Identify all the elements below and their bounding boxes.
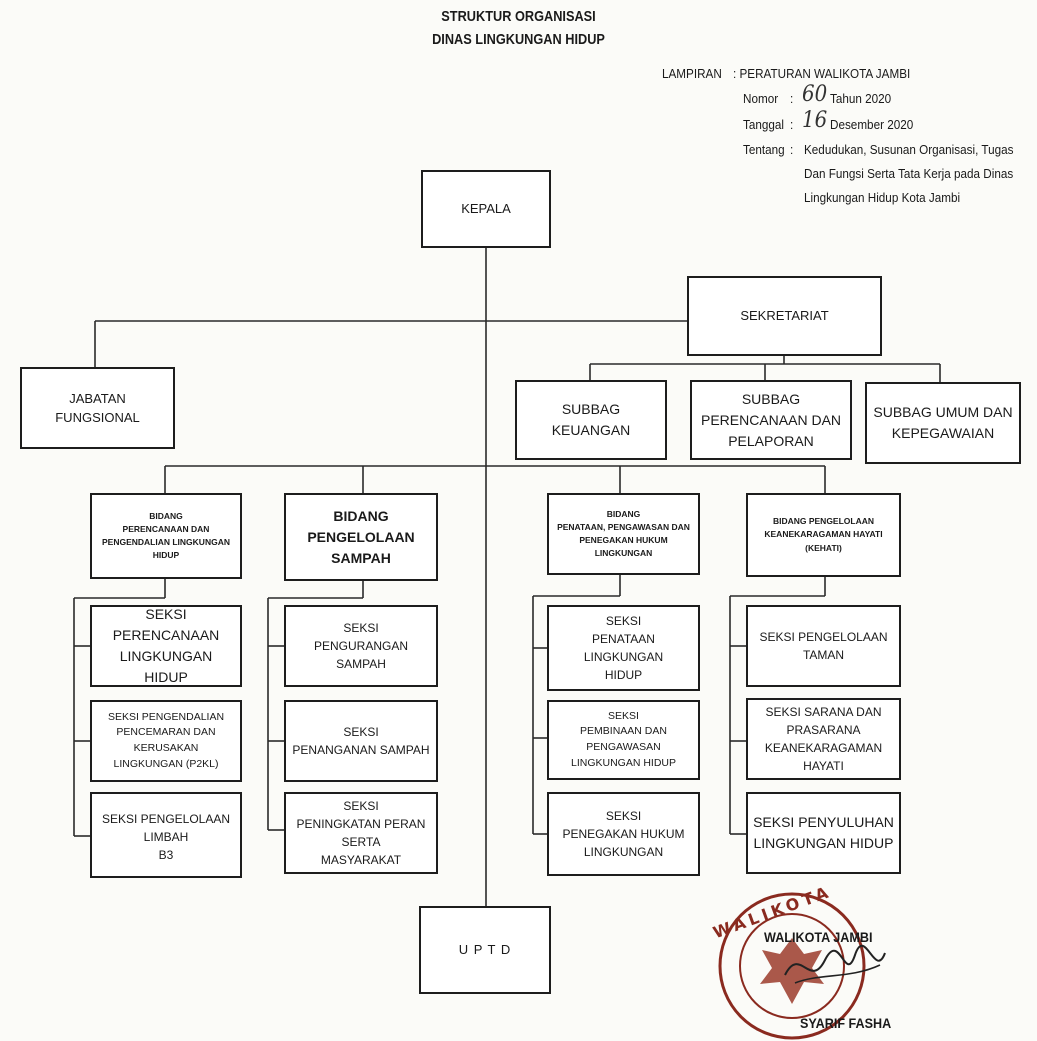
lampiran-label: LAMPIRAN: [662, 66, 722, 81]
bidang-penataan-line: PENATAAN, PENGAWASAN DAN: [557, 521, 690, 532]
subbag-perencanaan-line: PELAPORAN: [728, 432, 814, 449]
box-kepala: KEPALA: [421, 170, 551, 248]
bidang-perencanaan-line: HIDUP: [152, 550, 180, 561]
box-bidang-kehati: BIDANG PENGELOLAAN KEANEKARAGAMAN HAYATI…: [746, 493, 901, 577]
box-seksi-pembinaan: SEKSI PEMBINAAN DAN PENGAWASAN LINGKUNGA…: [547, 700, 700, 780]
seksi-line: KEANEKARAGAMAN HAYATI: [764, 741, 883, 773]
seksi-line: HIDUP: [604, 668, 643, 682]
seksi-line: PENATAAN LINGKUNGAN: [583, 632, 664, 664]
box-seksi-penataan-lh: SEKSI PENATAAN LINGKUNGAN HIDUP: [547, 605, 700, 691]
seksi-line: SEKSI: [605, 809, 642, 823]
box-seksi-perencanaan-lh: SEKSI PERENCANAAN LINGKUNGAN HIDUP: [90, 605, 242, 687]
seksi-line: PENGURANGAN SAMPAH: [313, 639, 408, 671]
chart-subtitle: DINAS LINGKUNGAN HIDUP: [432, 31, 605, 48]
bidang-penataan-line: PENEGAKAN HUKUM LINGKUNGAN: [579, 535, 668, 559]
signature-scribble: [784, 945, 886, 984]
signature-office: WALIKOTA JAMBI: [764, 929, 873, 945]
bidang-perencanaan-line: PENGENDALIAN LINGKUNGAN: [102, 537, 230, 547]
seksi-line: SEKSI PENYULUHAN: [753, 814, 894, 830]
seksi-line: SEKSI PENGELOLAAN TAMAN: [759, 630, 888, 662]
nomor-colon: :: [790, 91, 794, 106]
subbag-perencanaan-line: PERENCANAAN DAN: [700, 411, 842, 428]
box-uptd: U P T D: [419, 906, 551, 994]
official-seal-stamp: WALIKOTA: [712, 882, 866, 1040]
seksi-line: SEKSI PERENCANAAN: [112, 606, 220, 643]
box-bidang-perencanaan: BIDANG PERENCANAAN DAN PENGENDALIAN LING…: [90, 493, 242, 579]
bidang-kehati-line: (KEHATI): [805, 542, 842, 553]
seksi-line: MASYARAKAT: [320, 853, 402, 867]
box-seksi-taman: SEKSI PENGELOLAAN TAMAN: [746, 605, 901, 687]
box-subbag-umum: SUBBAG UMUM DAN KEPEGAWAIAN: [865, 382, 1021, 464]
seksi-line: LINGKUNGAN HIDUP: [753, 835, 894, 851]
tanggal-date: Desember 2020: [830, 117, 914, 132]
tanggal-label: Tanggal: [743, 117, 784, 132]
nomor-label: Nomor: [743, 91, 779, 106]
seksi-line: LINGKUNGAN HIDUP: [119, 648, 213, 685]
tentang-line3: Lingkungan Hidup Kota Jambi: [804, 190, 961, 205]
chart-title: STRUKTUR ORGANISASI: [441, 8, 596, 25]
bidang-perencanaan-line: BIDANG: [149, 510, 183, 521]
bidang-kehati-line: BIDANG PENGELOLAAN: [772, 516, 875, 527]
box-seksi-pengurangan-sampah: SEKSI PENGURANGAN SAMPAH: [284, 605, 438, 687]
box-bidang-sampah: BIDANG PENGELOLAAN SAMPAH: [284, 493, 438, 581]
bidang-perencanaan-line: PERENCANAAN DAN: [122, 523, 210, 534]
seksi-line: PENCEMARAN DAN KERUSAKAN: [116, 726, 216, 754]
tanggal-colon: :: [790, 117, 794, 132]
tentang-line2: Dan Fungsi Serta Tata Kerja pada Dinas: [804, 166, 1014, 181]
bidang-kehati-line: KEANEKARAGAMAN HAYATI: [764, 529, 883, 540]
box-seksi-peran-serta: SEKSI PENINGKATAN PERAN SERTA MASYARAKAT: [284, 792, 438, 874]
seksi-line: SEKSI: [343, 621, 379, 635]
sekretariat-label: SEKRETARIAT: [740, 308, 829, 324]
box-seksi-penanganan-sampah: SEKSI PENANGANAN SAMPAH: [284, 700, 438, 782]
signature-name: SYARIF FASHA: [800, 1015, 892, 1031]
seksi-line: PENANGANAN SAMPAH: [292, 743, 430, 757]
seksi-line: SEKSI PENGENDALIAN: [107, 710, 225, 723]
seksi-line: LINGKUNGAN (P2KL): [113, 757, 219, 770]
uptd-label: U P T D: [458, 942, 512, 958]
box-seksi-penegakan: SEKSI PENEGAKAN HUKUM LINGKUNGAN: [547, 792, 700, 876]
box-seksi-sarana: SEKSI SARANA DAN PRASARANA KEANEKARAGAMA…: [746, 698, 901, 780]
seksi-line: PENEGAKAN HUKUM: [562, 827, 685, 841]
subbag-perencanaan-line: SUBBAG: [741, 390, 801, 407]
kepala-label: KEPALA: [461, 201, 511, 217]
seksi-line: LINGKUNGAN HIDUP: [570, 756, 676, 769]
bidang-sampah-line: BIDANG PENGELOLAAN: [307, 507, 415, 545]
box-seksi-p2kl: SEKSI PENGENDALIAN PENCEMARAN DAN KERUSA…: [90, 700, 242, 782]
seksi-line: PENINGKATAN PERAN SERTA: [296, 817, 426, 849]
box-seksi-limbah-b3: SEKSI PENGELOLAAN LIMBAH B3: [90, 792, 242, 878]
tentang-label: Tentang: [743, 142, 785, 157]
box-seksi-penyuluhan: SEKSI PENYULUHAN LINGKUNGAN HIDUP: [746, 792, 901, 874]
subbag-keuangan-line: SUBBAG: [561, 401, 621, 417]
box-subbag-perencanaan: SUBBAG PERENCANAAN DAN PELAPORAN: [690, 380, 852, 460]
bidang-penataan-line: BIDANG: [606, 508, 641, 519]
seksi-line: PEMBINAAN DAN PENGAWASAN: [580, 725, 667, 753]
jabatan-fungsional-label: JABATAN FUNGSIONAL: [55, 390, 140, 426]
subbag-umum-line: KEPEGAWAIAN: [891, 425, 995, 441]
box-bidang-penataan: BIDANG PENATAAN, PENGAWASAN DAN PENEGAKA…: [547, 493, 700, 575]
box-sekretariat: SEKRETARIAT: [687, 276, 882, 356]
subbag-keuangan-line: KEUANGAN: [551, 422, 631, 438]
seksi-line: B3: [158, 848, 174, 862]
lampiran-value: : PERATURAN WALIKOTA JAMBI: [733, 66, 911, 81]
tentang-line1: Kedudukan, Susunan Organisasi, Tugas: [804, 142, 1014, 157]
bidang-sampah-line: SAMPAH: [331, 549, 391, 566]
seksi-line: SEKSI SARANA DAN: [765, 705, 882, 719]
seksi-line: SEKSI: [608, 709, 639, 722]
nomor-year: Tahun 2020: [830, 91, 892, 106]
nomor-number: 60: [802, 82, 828, 107]
tentang-colon: :: [790, 142, 794, 157]
seksi-line: PRASARANA: [786, 723, 861, 737]
seksi-line: SEKSI: [343, 799, 379, 813]
tanggal-number: 16: [802, 108, 828, 133]
seksi-line: SEKSI: [605, 614, 642, 628]
box-subbag-keuangan: SUBBAG KEUANGAN: [515, 380, 667, 460]
seksi-line: SEKSI: [343, 725, 379, 739]
box-jabatan-fungsional: JABATAN FUNGSIONAL: [20, 367, 175, 449]
seksi-line: SEKSI PENGELOLAAN LIMBAH: [101, 812, 231, 844]
seksi-line: LINGKUNGAN: [583, 845, 664, 859]
subbag-umum-line: SUBBAG UMUM DAN: [873, 404, 1013, 420]
